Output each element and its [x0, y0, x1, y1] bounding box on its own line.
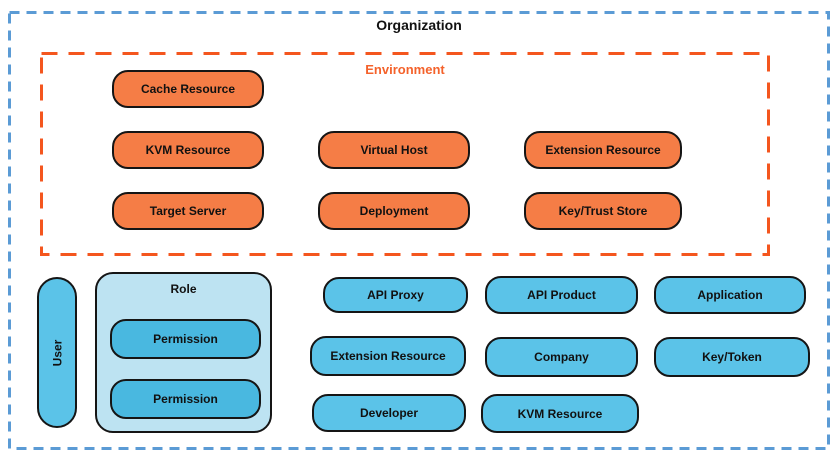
environment-title: Environment	[365, 62, 445, 77]
node-permission-1: Permission	[110, 319, 261, 359]
node-virtual-host: Virtual Host	[318, 131, 470, 169]
node-api-proxy: API Proxy	[323, 277, 468, 313]
node-developer: Developer	[312, 394, 466, 432]
node-application: Application	[654, 276, 806, 314]
node-kvm-resource-env: KVM Resource	[112, 131, 264, 169]
node-role-container: Role Permission Permission	[95, 272, 272, 433]
node-key-trust-store: Key/Trust Store	[524, 192, 682, 230]
node-permission-2: Permission	[110, 379, 261, 419]
node-user: User	[37, 277, 77, 428]
node-api-product: API Product	[485, 276, 638, 314]
role-label: Role	[170, 282, 197, 296]
node-cache-resource: Cache Resource	[112, 70, 264, 108]
node-deployment: Deployment	[318, 192, 470, 230]
node-target-server: Target Server	[112, 192, 264, 230]
node-kvm-resource-org: KVM Resource	[481, 394, 639, 433]
organization-title: Organization	[376, 17, 462, 33]
user-label: User	[50, 339, 64, 366]
node-extension-resource-org: Extension Resource	[310, 336, 466, 376]
node-company: Company	[485, 337, 638, 377]
node-key-token: Key/Token	[654, 337, 810, 377]
node-extension-resource-env: Extension Resource	[524, 131, 682, 169]
